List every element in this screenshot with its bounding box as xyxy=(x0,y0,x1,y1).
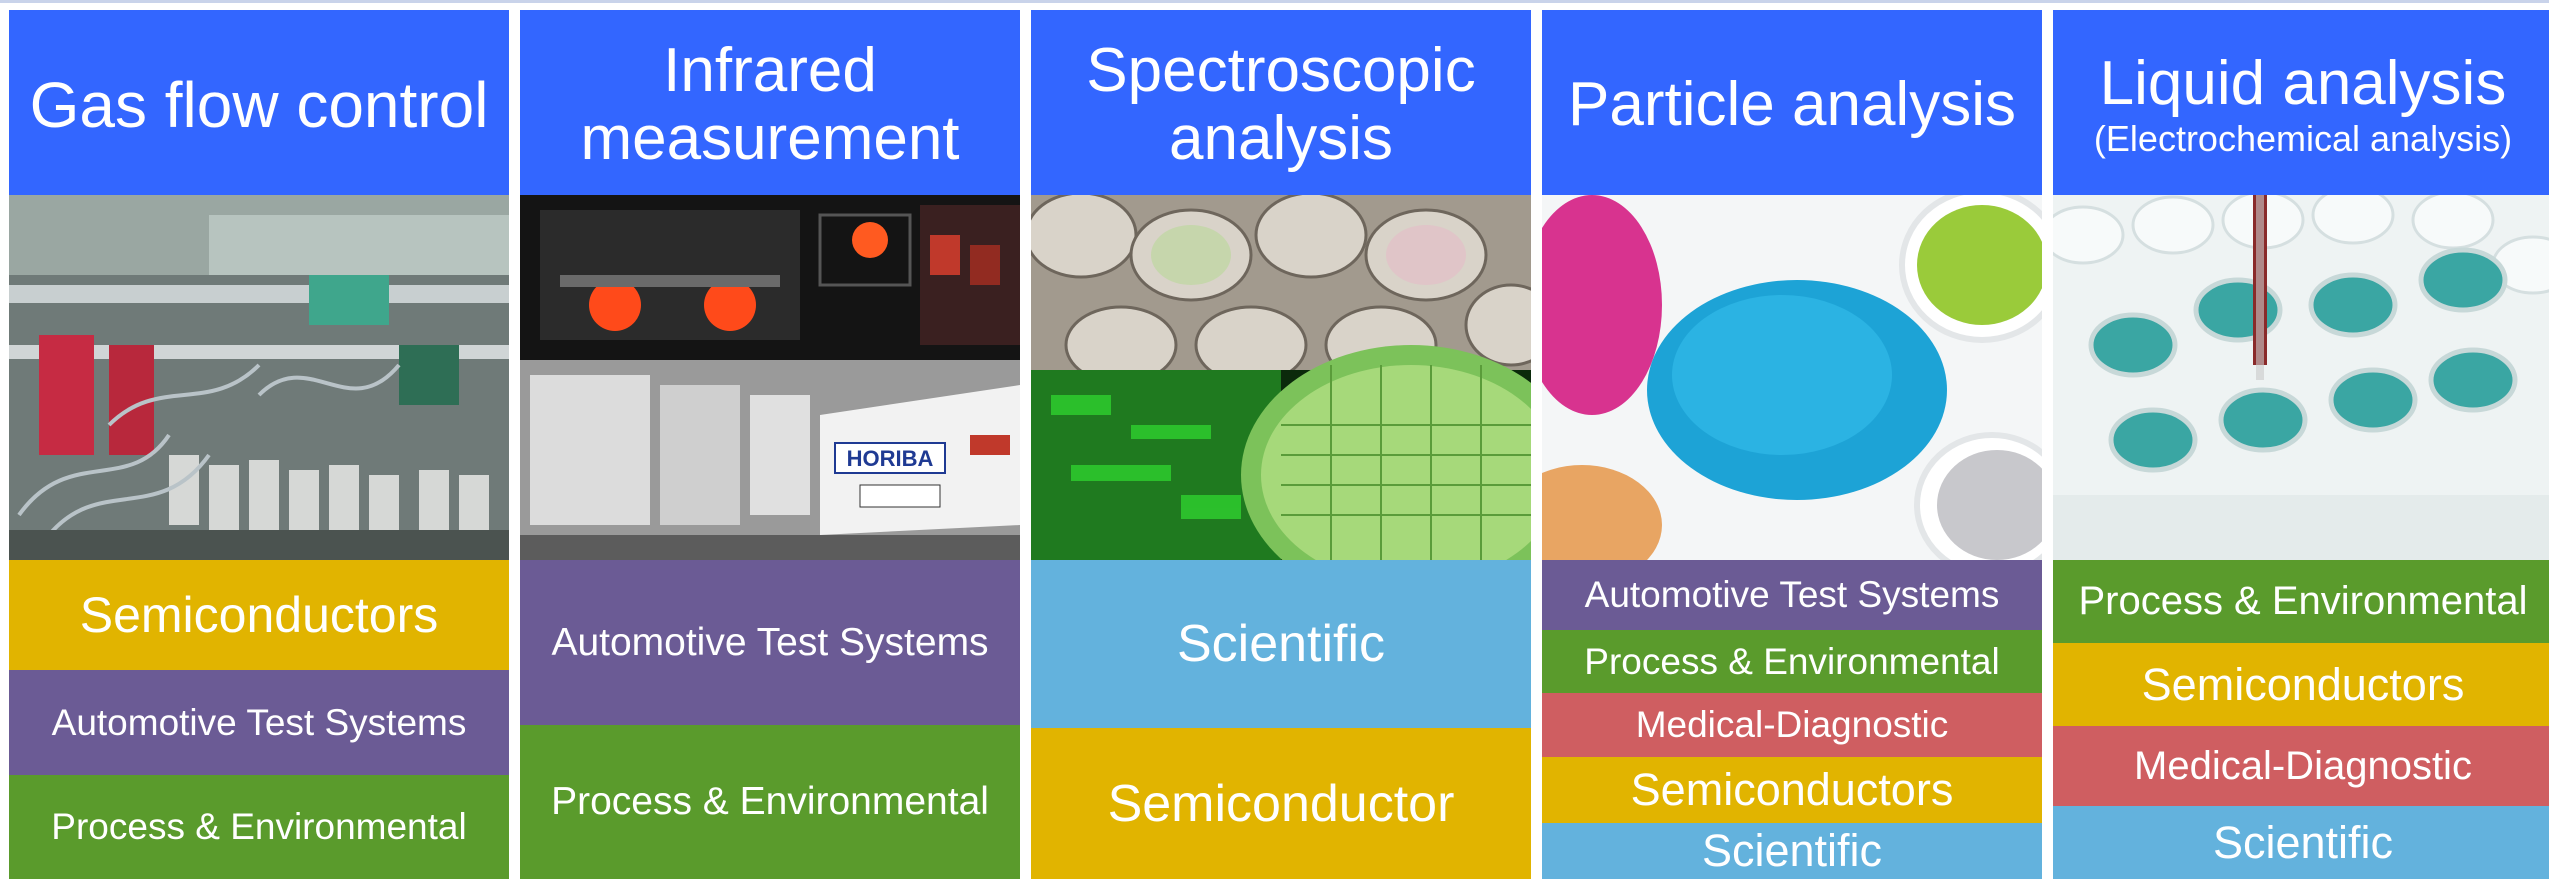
segment-automotive-test-systems: Automotive Test Systems xyxy=(9,670,509,775)
column-title: Particle analysis xyxy=(1568,69,2016,139)
liquid-well-plate-image xyxy=(2053,195,2549,560)
application-list: Process & Environmental Semiconductors M… xyxy=(2053,560,2549,879)
segment-process-environmental: Process & Environmental xyxy=(9,775,509,879)
column-gas-flow-control: Gas flow control Semic xyxy=(9,10,509,879)
column-title-line-1: Spectroscopic xyxy=(1086,35,1476,105)
column-title: Gas flow control xyxy=(29,68,489,141)
column-header: Particle analysis xyxy=(1542,10,2042,195)
column-infrared-measurement: Infrared measurement HORIBA Aut xyxy=(520,10,1020,879)
particle-granules-image xyxy=(1542,195,2042,560)
segment-process-environmental: Process & Environmental xyxy=(1542,630,2042,693)
top-border xyxy=(0,0,2549,3)
segment-semiconductor: Semiconductor xyxy=(1031,728,1531,879)
segment-process-environmental: Process & Environmental xyxy=(2053,560,2549,643)
application-list: Scientific Semiconductor xyxy=(1031,560,1531,879)
segment-semiconductors: Semiconductors xyxy=(2053,643,2549,726)
segment-medical-diagnostic: Medical-Diagnostic xyxy=(1542,693,2042,757)
column-subtitle: (Electrochemical analysis) xyxy=(2093,117,2513,159)
spectroscopic-wafers-image xyxy=(1031,195,1531,560)
application-list: Automotive Test Systems Process & Enviro… xyxy=(1542,560,2042,879)
column-spectroscopic-analysis: Spectroscopic analysis xyxy=(1031,10,1531,879)
column-title-line-2: measurement xyxy=(580,103,960,173)
column-header: Liquid analysis (Electrochemical analysi… xyxy=(2053,10,2549,195)
segment-semiconductors: Semiconductors xyxy=(9,560,509,670)
segment-scientific: Scientific xyxy=(2053,806,2549,879)
application-list: Semiconductors Automotive Test Systems P… xyxy=(9,560,509,879)
application-list: Automotive Test Systems Process & Enviro… xyxy=(520,560,1020,879)
gas-flow-control-image xyxy=(9,195,509,560)
column-title-line-1: Infrared xyxy=(663,35,877,105)
horiba-logo: HORIBA xyxy=(847,446,934,471)
column-header: Infrared measurement xyxy=(520,10,1020,195)
infrared-measurement-image: HORIBA xyxy=(520,195,1020,560)
column-particle-analysis: Particle analysis Automotive Test System… xyxy=(1542,10,2042,879)
segment-semiconductors: Semiconductors xyxy=(1542,757,2042,823)
column-header: Spectroscopic analysis xyxy=(1031,10,1531,195)
segment-scientific: Scientific xyxy=(1031,560,1531,728)
segment-medical-diagnostic: Medical-Diagnostic xyxy=(2053,726,2549,806)
segment-automotive-test-systems: Automotive Test Systems xyxy=(1542,560,2042,630)
segment-process-environmental: Process & Environmental xyxy=(520,725,1020,879)
column-title-line-2: analysis xyxy=(1169,103,1393,173)
segment-automotive-test-systems: Automotive Test Systems xyxy=(520,560,1020,725)
column-liquid-analysis: Liquid analysis (Electrochemical analysi… xyxy=(2053,10,2549,879)
segment-scientific: Scientific xyxy=(1542,823,2042,879)
column-header: Gas flow control xyxy=(9,10,509,195)
column-title: Liquid analysis xyxy=(2099,48,2507,118)
